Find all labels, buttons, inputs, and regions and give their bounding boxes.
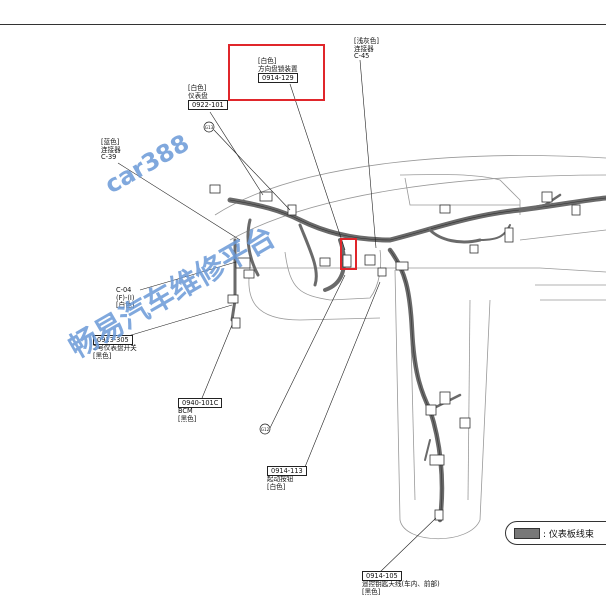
ground-symbols: [203, 121, 271, 435]
label-bcm: 0940-101C BCM [黑色]: [178, 398, 223, 423]
highlight-box-steering-lock: [228, 44, 325, 101]
label-switch-2: 0913-305 2号仪表盘开关 [黑色]: [93, 335, 137, 360]
highlight-box-connector: [340, 238, 357, 270]
label-antenna: 0914-105 遥控钥匙天线(车内、前部) [黑色]: [362, 571, 440, 596]
ground-g13: G13: [205, 125, 214, 130]
legend: : 仪表板线束: [505, 521, 606, 545]
connectors: [209, 184, 581, 521]
label-connector-c39: [蓝色] 连接器 C-39: [101, 138, 121, 162]
legend-swatch: [514, 527, 540, 539]
ground-g12: G12: [261, 427, 270, 432]
label-connector-c45: [浅灰色] 连接器 C-45: [354, 37, 379, 61]
dashboard-outline: [214, 155, 606, 539]
header-rule: [0, 24, 606, 25]
label-c04: C-04 (F)-(I) [白色]: [116, 286, 135, 310]
label-instrument-panel: [白色] 仪表盘 0922-101: [188, 84, 228, 111]
leader-lines: [117, 59, 437, 573]
label-start-button: 0914-113 起动按钮 [白色]: [267, 466, 307, 491]
legend-text: : 仪表板线束: [543, 529, 594, 540]
label-steering-lock: [白色] 方向盘锁装置 0914-129: [258, 57, 298, 84]
